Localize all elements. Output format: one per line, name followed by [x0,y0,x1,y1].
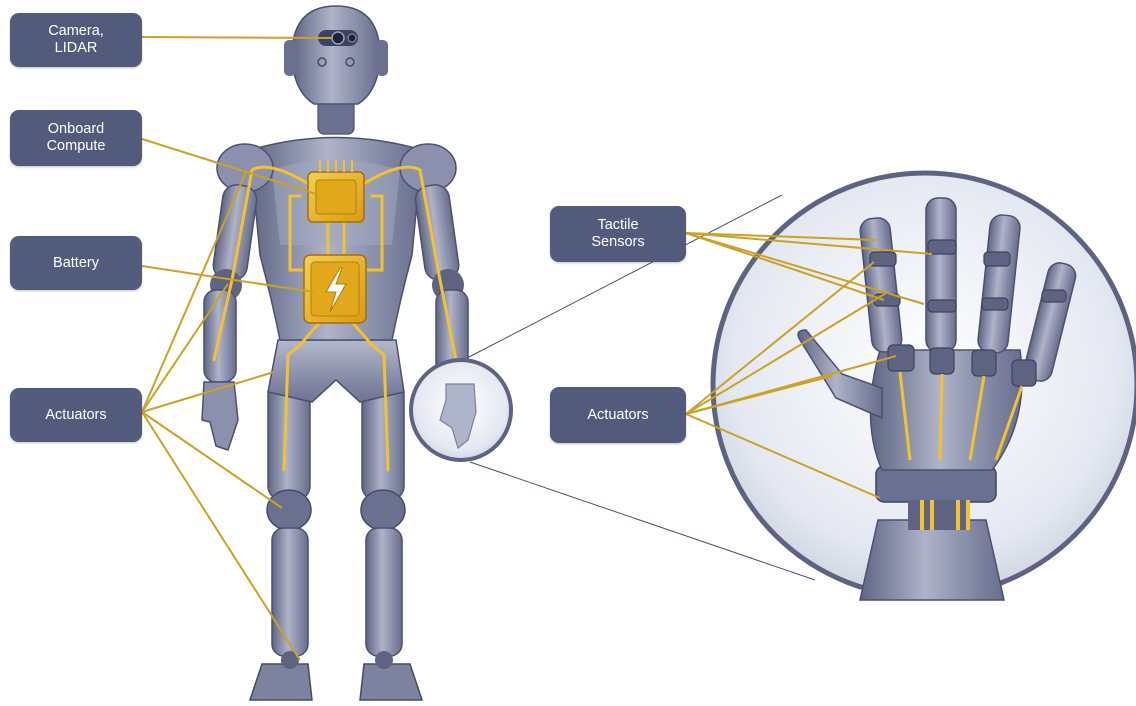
robot-left-ear [284,40,296,76]
robot-left-shin [272,528,308,656]
robot-right-ankle [375,651,393,669]
robot-left-foot [250,664,312,700]
robot-right-foot [360,664,422,700]
actuators-hand-label: Actuators [550,387,686,443]
camera-lens-icon [332,32,344,44]
battery-label: Battery [10,236,142,290]
camera-lidar-label: Camera, LIDAR [10,13,142,67]
onboard-compute-label: Onboard Compute [10,110,142,166]
wrist-band [876,466,996,502]
wrist-connectors [908,500,970,530]
robot-right-ear [376,40,388,76]
hand-forearm [860,520,1004,600]
robot-figure [202,6,468,700]
battery-pack [304,255,366,323]
robot-head [292,6,380,104]
actuators-body-label: Actuators [10,388,142,442]
lidar-sensor-icon [348,34,356,42]
robot-right-knee [361,490,405,530]
hand-magnifier [411,360,511,460]
robot-left-knee [267,490,311,530]
robot-right-shin [366,528,402,656]
robot-neck [318,100,354,134]
tactile-sensors-label: Tactile Sensors [550,206,686,262]
